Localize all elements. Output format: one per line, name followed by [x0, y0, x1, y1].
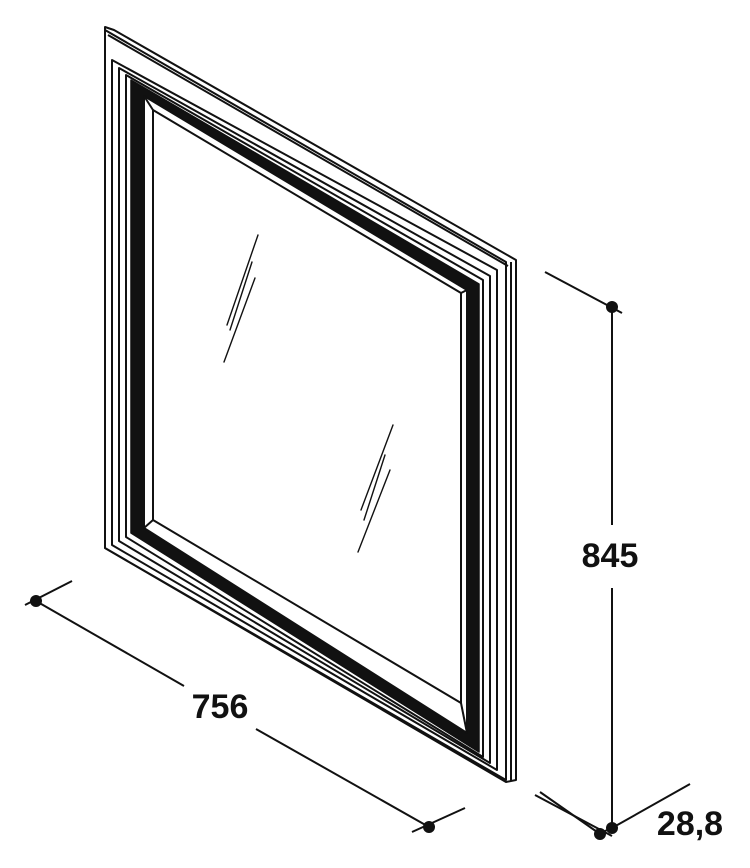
- width-label: 756: [192, 688, 249, 726]
- height-label: 845: [582, 537, 639, 575]
- depth-extension-back: [611, 783, 691, 829]
- depth-extension-front: [539, 791, 601, 835]
- bevel-corner-tl: [143, 95, 154, 111]
- glare-mark-lower: [357, 424, 394, 553]
- glare-mark-upper: [223, 234, 259, 363]
- width-dot-right: [423, 821, 435, 833]
- bevel-corner-br: [460, 702, 468, 734]
- height-dimension: 845: [534, 271, 639, 837]
- frame-top-lip: [107, 34, 509, 267]
- width-dot-left: [30, 595, 42, 607]
- bevel-corner-tr: [460, 289, 468, 294]
- width-dimension: 756: [24, 580, 466, 833]
- mirror-frame: [104, 26, 517, 783]
- width-line-left: [35, 600, 185, 687]
- width-line-right: [255, 728, 430, 828]
- depth-label: 28,8: [657, 805, 723, 843]
- depth-dimension: 28,8: [539, 783, 723, 843]
- height-dot-top: [606, 301, 618, 313]
- depth-dot-front: [594, 828, 606, 840]
- bevel-corner-bl: [143, 519, 154, 529]
- width-extension-right: [411, 807, 466, 833]
